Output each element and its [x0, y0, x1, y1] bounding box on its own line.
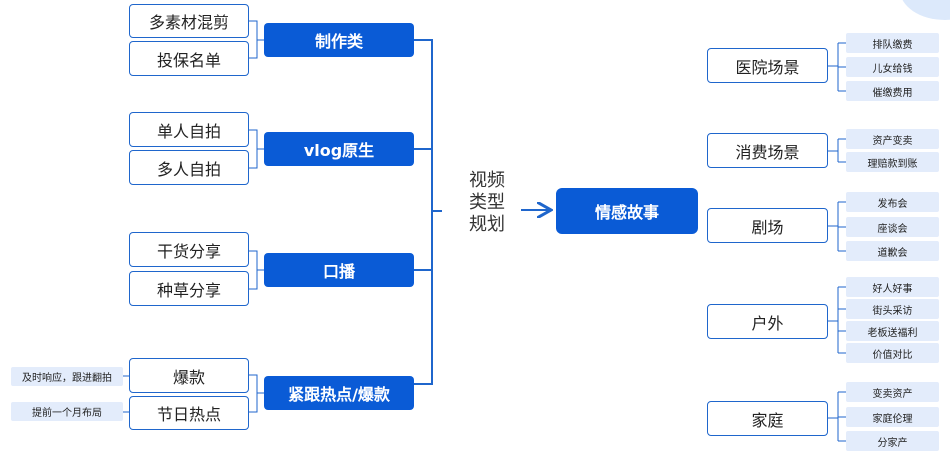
category-trending: 紧跟热点/爆款 — [264, 376, 414, 410]
item-knowledge-share: 干货分享 — [129, 232, 249, 267]
item-insurance-list: 投保名单 — [129, 41, 249, 76]
root-line-3: 规划 — [469, 214, 505, 235]
tag-split-property: 分家产 — [846, 431, 939, 451]
tag-family-ethics: 家庭伦理 — [846, 407, 939, 427]
category-talking-head: 口播 — [264, 253, 414, 287]
center-emotional-story: 情感故事 — [556, 188, 698, 234]
scene-theater: 剧场 — [707, 208, 828, 243]
item-group-selfie: 多人自拍 — [129, 150, 249, 185]
item-solo-selfie: 单人自拍 — [129, 112, 249, 147]
tag-good-deeds: 好人好事 — [846, 277, 939, 297]
tag-queue-payment: 排队缴费 — [846, 33, 939, 53]
scene-hospital: 医院场景 — [707, 48, 828, 83]
tag-value-comparison: 价值对比 — [846, 343, 939, 363]
scene-outdoor: 户外 — [707, 304, 828, 339]
item-viral: 爆款 — [129, 358, 249, 393]
category-production: 制作类 — [264, 23, 414, 57]
category-vlog: vlog原生 — [264, 132, 414, 166]
tag-asset-sale: 资产变卖 — [846, 129, 939, 149]
tag-children-money: 儿女给钱 — [846, 57, 939, 77]
tag-street-interview: 街头采访 — [846, 299, 939, 319]
tag-press-conference: 发布会 — [846, 192, 939, 212]
scene-consumption: 消费场景 — [707, 133, 828, 168]
tag-claim-received: 理赔款到账 — [846, 152, 939, 172]
note-quick-response: 及时响应，跟进翻拍 — [11, 367, 123, 386]
main-bracket — [414, 39, 433, 385]
tag-symposium: 座谈会 — [846, 217, 939, 237]
root-line-2: 类型 — [469, 192, 505, 213]
item-product-share: 种草分享 — [129, 271, 249, 306]
root-label: 视频 类型 规划 — [469, 170, 517, 236]
item-multi-material-mix: 多素材混剪 — [129, 4, 249, 38]
tag-payment-reminder: 催缴费用 — [846, 81, 939, 101]
tag-apology-meeting: 道歉会 — [846, 241, 939, 261]
tag-sell-assets: 变卖资产 — [846, 382, 939, 402]
scene-family: 家庭 — [707, 401, 828, 436]
note-plan-ahead: 提前一个月布局 — [11, 402, 123, 421]
root-line-1: 视频 — [469, 170, 505, 191]
tag-boss-benefits: 老板送福利 — [846, 321, 939, 341]
item-holiday-trend: 节日热点 — [129, 396, 249, 430]
